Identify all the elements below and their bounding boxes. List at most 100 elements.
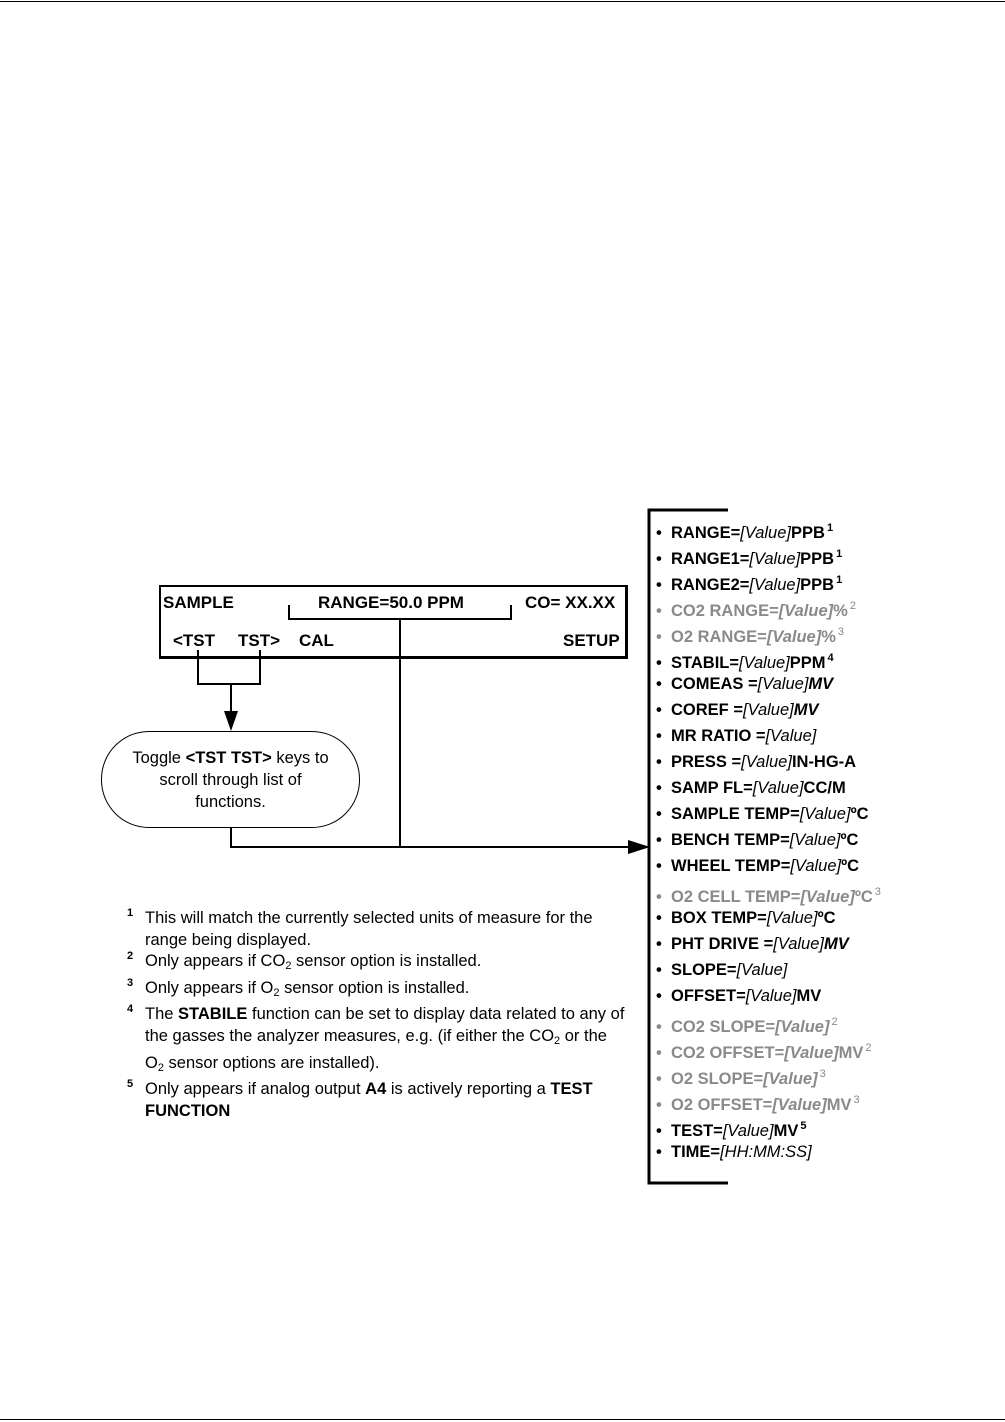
function-unit: MV (826, 1096, 852, 1114)
test-function-item: •O2 RANGE=[Value]%3 (656, 619, 881, 646)
footnote-ref: 3 (874, 886, 881, 898)
function-unit: CC/M (803, 779, 846, 797)
test-function-item: •COMEAS =[Value]MV (656, 671, 881, 697)
function-label: SAMP FL= (671, 779, 753, 797)
setup-key[interactable]: SETUP (563, 631, 620, 650)
function-unit: PPM (789, 654, 826, 672)
function-value: [Value] (739, 654, 790, 672)
function-value: [Value] (740, 524, 791, 542)
footnote-ref: 1 (836, 574, 843, 586)
test-function-item: • SAMP FL=[Value]CC/M (656, 775, 881, 801)
function-value: [Value] (757, 675, 809, 693)
test-function-item: •CO2 SLOPE=[Value]2 (656, 1009, 881, 1036)
bullet-icon: • (656, 1018, 662, 1036)
test-function-item: •PHT DRIVE =[Value]MV (656, 931, 881, 957)
function-value: [Value] (778, 602, 834, 620)
bullet-icon: • (656, 675, 662, 693)
bullet-icon: • (656, 550, 662, 568)
tst-next-key[interactable]: TST> (238, 631, 281, 650)
function-label: PHT DRIVE = (671, 935, 774, 953)
function-label: MR RATIO = (671, 727, 766, 745)
function-unit: MV (808, 675, 834, 693)
function-value: [Value] (773, 935, 824, 953)
bullet-icon: • (656, 524, 662, 542)
test-function-item: •PRESS =[Value]IN-HG-A (656, 749, 881, 775)
function-value: [Value] (766, 909, 818, 927)
function-label: COREF = (671, 701, 743, 719)
test-function-item: •SLOPE=[Value] (656, 957, 881, 983)
cal-key[interactable]: CAL (299, 631, 334, 650)
function-unit: MV (773, 1122, 799, 1140)
function-label: CO2 RANGE= (671, 602, 779, 620)
function-label: O2 CELL TEMP= (671, 888, 801, 906)
function-label: BOX TEMP= (671, 909, 767, 927)
test-function-item: • MR RATIO =[Value] (656, 723, 881, 749)
function-label: RANGE1= (671, 550, 750, 568)
bullet-icon: • (656, 1070, 662, 1088)
function-value: [Value] (800, 888, 855, 906)
function-unit: PPB (800, 550, 835, 568)
bullet-icon: • (656, 753, 662, 771)
function-label: BENCH TEMP= (671, 831, 790, 849)
function-unit: % (821, 628, 836, 646)
function-value: [Value] (799, 805, 851, 823)
function-unit: ºC (817, 909, 836, 927)
bullet-icon: • (656, 576, 662, 594)
tst-prev-key[interactable]: <TST (173, 631, 216, 650)
footnote-ref: 2 (849, 600, 856, 612)
function-value: [Value] (749, 550, 801, 568)
function-value: [Value] (752, 779, 804, 797)
function-label: CO2 SLOPE= (671, 1018, 776, 1036)
function-value: [Value] (741, 753, 792, 771)
function-unit: ºC (840, 831, 859, 849)
function-label: STABIL= (671, 654, 739, 672)
function-value: [Value] (736, 961, 788, 979)
bullet-icon: • (656, 1143, 662, 1161)
function-value: [Value] (766, 628, 822, 646)
footnote-ref: 1 (836, 548, 843, 560)
function-unit: MV (793, 701, 819, 719)
function-label: WHEEL TEMP= (671, 857, 791, 875)
footnote-ref: 5 (800, 1120, 807, 1132)
test-function-item: •BENCH TEMP=[Value]ºC (656, 827, 881, 853)
function-value: [Value] (789, 831, 841, 849)
function-label: RANGE= (671, 524, 741, 542)
front-panel-display: SAMPLE RANGE=50.0 PPM CO= XX.XX <TST TST… (159, 585, 628, 659)
function-label: O2 SLOPE= (671, 1070, 764, 1088)
function-value: [Value] (763, 1070, 818, 1088)
function-value: [Value] (790, 857, 842, 875)
footer-rule (0, 1419, 1005, 1420)
bullet-icon: • (656, 727, 662, 745)
function-unit: MV (824, 935, 849, 953)
bullet-icon: • (656, 888, 662, 906)
function-label: SAMPLE TEMP= (671, 805, 800, 823)
bullet-icon: • (656, 909, 662, 927)
function-unit: ºC (841, 857, 860, 875)
bullet-icon: • (656, 987, 662, 1005)
toggle-instruction: Toggle <TST TST> keys to scroll through … (101, 731, 360, 828)
bullet-icon: • (656, 961, 662, 979)
test-function-item: •COREF =[Value]MV (656, 697, 881, 723)
footnote-ref: 4 (827, 652, 834, 664)
function-value: [Value] (765, 727, 817, 745)
function-unit: IN-HG-A (791, 753, 857, 771)
function-unit: ºC (850, 805, 869, 823)
function-unit: % (833, 602, 848, 620)
test-function-item: •CO2 RANGE=[Value]%2 (656, 593, 881, 620)
footnote-ref: 3 (819, 1068, 826, 1080)
footnote-ref: 3 (853, 1094, 860, 1106)
function-value: [Value] (784, 1044, 839, 1062)
bullet-icon: • (656, 779, 662, 797)
range-readout: RANGE=50.0 PPM (318, 593, 464, 612)
function-value: [Value] (722, 1122, 774, 1140)
function-label: TIME= (671, 1143, 721, 1161)
bullet-icon: • (656, 805, 662, 823)
function-label: O2 OFFSET= (671, 1096, 773, 1114)
